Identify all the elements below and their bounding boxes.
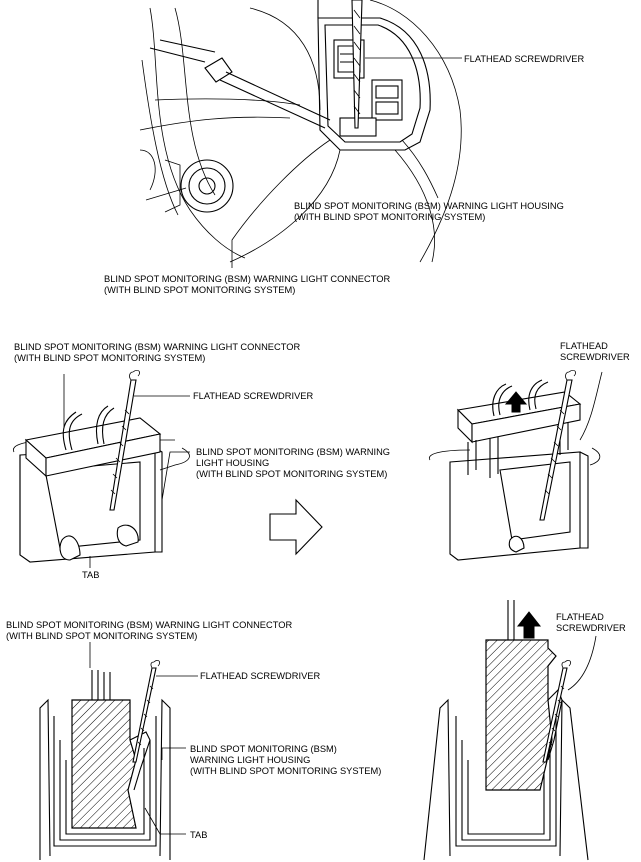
- p2-connector-label-line2: (WITH BLIND SPOT MONITORING SYSTEM): [14, 353, 205, 363]
- p4-housing-label-line1: BLIND SPOT MONITORING (BSM): [190, 744, 337, 754]
- connector-3d-removed-illustration: [428, 369, 603, 561]
- p1-housing-label-line1: BLIND SPOT MONITORING (BSM) WARNING LIGH…: [294, 201, 564, 211]
- next-step-arrow: [269, 498, 323, 556]
- p2-housing-label-line3: (WITH BLIND SPOT MONITORING SYSTEM): [196, 469, 387, 479]
- p2-housing-label-line1: BLIND SPOT MONITORING (BSM) WARNING: [196, 447, 390, 457]
- p2-screwdriver-label: FLATHEAD SCREWDRIVER: [193, 391, 313, 401]
- p3-screwdriver-label-line2: SCREWDRIVER: [560, 352, 630, 362]
- p4-tab-label: TAB: [190, 830, 207, 840]
- p1-connector-label-line1: BLIND SPOT MONITORING (BSM) WARNING LIGH…: [104, 274, 390, 284]
- cross-section-installed-illustration: [39, 642, 198, 860]
- p4-connector-label-line1: BLIND SPOT MONITORING (BSM) WARNING LIGH…: [6, 620, 292, 630]
- p1-screwdriver-label: FLATHEAD SCREWDRIVER: [464, 54, 584, 64]
- p2-tab-label: TAB: [82, 570, 99, 580]
- p5-screwdriver-label-line2: SCREWDRIVER: [556, 623, 626, 633]
- connector-3d-installed-illustration: [12, 369, 190, 568]
- p4-connector-label-line2: (WITH BLIND SPOT MONITORING SYSTEM): [6, 631, 197, 641]
- p1-connector-label-line2: (WITH BLIND SPOT MONITORING SYSTEM): [104, 285, 295, 295]
- p2-connector-label-line1: BLIND SPOT MONITORING (BSM) WARNING LIGH…: [14, 342, 300, 352]
- cross-section-removed-illustration: [423, 600, 597, 861]
- p3-screwdriver-label-line1: FLATHEAD: [560, 341, 608, 351]
- dashboard-overview-illustration: [139, 0, 462, 268]
- p4-screwdriver-label: FLATHEAD SCREWDRIVER: [200, 671, 320, 681]
- p5-screwdriver-label-line1: FLATHEAD: [556, 612, 604, 622]
- p2-housing-label-line2: LIGHT HOUSING: [196, 458, 269, 468]
- p4-housing-label-line2: WARNING LIGHT HOUSING: [190, 755, 310, 765]
- p4-housing-label-line3: (WITH BLIND SPOT MONITORING SYSTEM): [190, 766, 381, 776]
- p1-housing-label-line2: (WITH BLIND SPOT MONITORING SYSTEM): [294, 212, 485, 222]
